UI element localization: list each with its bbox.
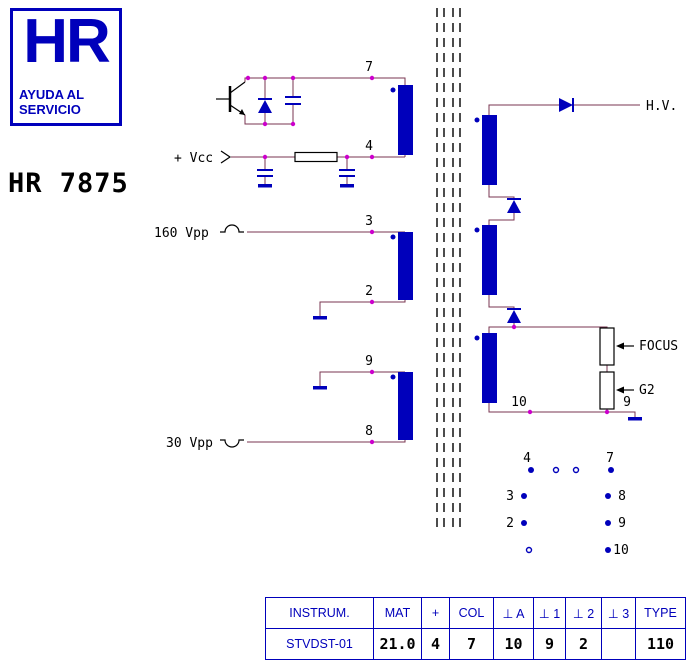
hr-logo-text: HR <box>23 7 111 76</box>
secondary-winding-1 <box>482 115 497 185</box>
pulse-waveform-icon <box>220 224 244 233</box>
ground-symbols <box>313 316 642 421</box>
spec-table-header-row: INSTRUM. MAT + COL ⊥ A ⊥ 1 ⊥ 2 ⊥ 3 TYPE <box>265 597 686 629</box>
160vpp-label: 160 Vpp <box>154 226 209 241</box>
header-col: COL <box>449 597 494 629</box>
pinout-9-label: 9 <box>618 516 626 531</box>
value-gnd-1: 9 <box>533 628 566 660</box>
value-mat: 21.0 <box>373 628 422 660</box>
transformer-core-icon <box>436 8 461 528</box>
hv-label: H.V. <box>646 99 677 114</box>
value-gnd-3 <box>601 628 636 660</box>
header-gnd-3: ⊥ 3 <box>601 597 636 629</box>
pinout-2-label: 2 <box>506 516 514 531</box>
damper-diode-icon <box>258 98 272 113</box>
primary-winding-1 <box>398 85 413 155</box>
winding-phase-dots <box>390 87 480 380</box>
secondary-diode-1-icon <box>507 198 521 213</box>
pinout-4-label: 4 <box>523 451 531 466</box>
decoupling-capacitor-1-icon <box>257 169 273 188</box>
g2-arrow-icon <box>616 386 634 394</box>
secondary-diode-2-icon <box>507 308 521 323</box>
u-waveform-icon <box>220 439 244 448</box>
circuit-wires <box>231 77 640 443</box>
focus-label: FOCUS <box>639 339 678 354</box>
pin-8-label: 8 <box>365 424 373 439</box>
primary-winding-2 <box>398 232 413 300</box>
header-plus: + <box>421 597 450 629</box>
primary-winding-3 <box>398 372 413 440</box>
connection-node-dots <box>245 75 610 445</box>
page-title: HR 7875 <box>8 168 129 199</box>
pin-2-label: 2 <box>365 284 373 299</box>
spec-table: INSTRUM. MAT + COL ⊥ A ⊥ 1 ⊥ 2 ⊥ 3 TYPE … <box>265 597 686 660</box>
flyback-schematic: 7 4 3 2 9 8 10 9 + Vcc 160 Vpp 30 Vpp H.… <box>154 8 678 558</box>
pin-9-secondary-label: 9 <box>623 395 631 410</box>
pin-10-label: 10 <box>511 395 527 410</box>
pinout-3-label: 3 <box>506 489 514 504</box>
value-type: 110 <box>635 628 686 660</box>
header-mat: MAT <box>373 597 422 629</box>
g2-label: G2 <box>639 383 655 398</box>
vcc-label: + Vcc <box>174 151 213 166</box>
pin-3-label: 3 <box>365 214 373 229</box>
pin-7-label: 7 <box>365 60 373 75</box>
pinout-10-label: 10 <box>613 543 629 558</box>
value-gnd-2: 2 <box>565 628 602 660</box>
pinout-8-label: 8 <box>618 489 626 504</box>
pinout-diagram: 4 7 3 8 2 9 10 <box>506 451 629 558</box>
spec-table-value-row: STVDST-01 21.0 4 7 10 9 2 110 <box>265 628 686 660</box>
header-type: TYPE <box>635 597 686 629</box>
secondary-winding-3 <box>482 333 497 403</box>
secondary-winding-2 <box>482 225 497 295</box>
resistor-icon <box>294 151 338 163</box>
header-instrum: INSTRUM. <box>265 597 374 629</box>
focus-arrow-icon <box>616 342 634 350</box>
hr-logo-subtitle-line2: SERVICIO <box>19 102 81 118</box>
g2-potentiometer <box>599 371 615 410</box>
hv-diode-icon <box>559 98 574 112</box>
value-col: 7 <box>449 628 494 660</box>
pin-9-label: 9 <box>365 354 373 369</box>
header-gnd-2: ⊥ 2 <box>565 597 602 629</box>
pin-4-label: 4 <box>365 139 373 154</box>
header-gnd-1: ⊥ 1 <box>533 597 566 629</box>
hr-logo-subtitle: AYUDA AL SERVICIO <box>17 87 115 118</box>
decoupling-capacitor-2-icon <box>339 169 355 188</box>
hr-logo: HR AYUDA AL SERVICIO <box>10 8 122 126</box>
30vpp-label: 30 Vpp <box>166 436 213 451</box>
value-plus: 4 <box>421 628 450 660</box>
value-instrum: STVDST-01 <box>265 628 374 660</box>
pinout-7-label: 7 <box>606 451 614 466</box>
transistor-icon <box>216 81 246 116</box>
value-gnd-a: 10 <box>493 628 534 660</box>
vcc-input-arrow-icon <box>220 150 232 164</box>
hr-logo-subtitle-line1: AYUDA AL <box>19 87 85 103</box>
focus-potentiometer <box>599 327 615 366</box>
retrace-capacitor-icon <box>285 96 301 105</box>
header-gnd-a: ⊥ A <box>493 597 534 629</box>
